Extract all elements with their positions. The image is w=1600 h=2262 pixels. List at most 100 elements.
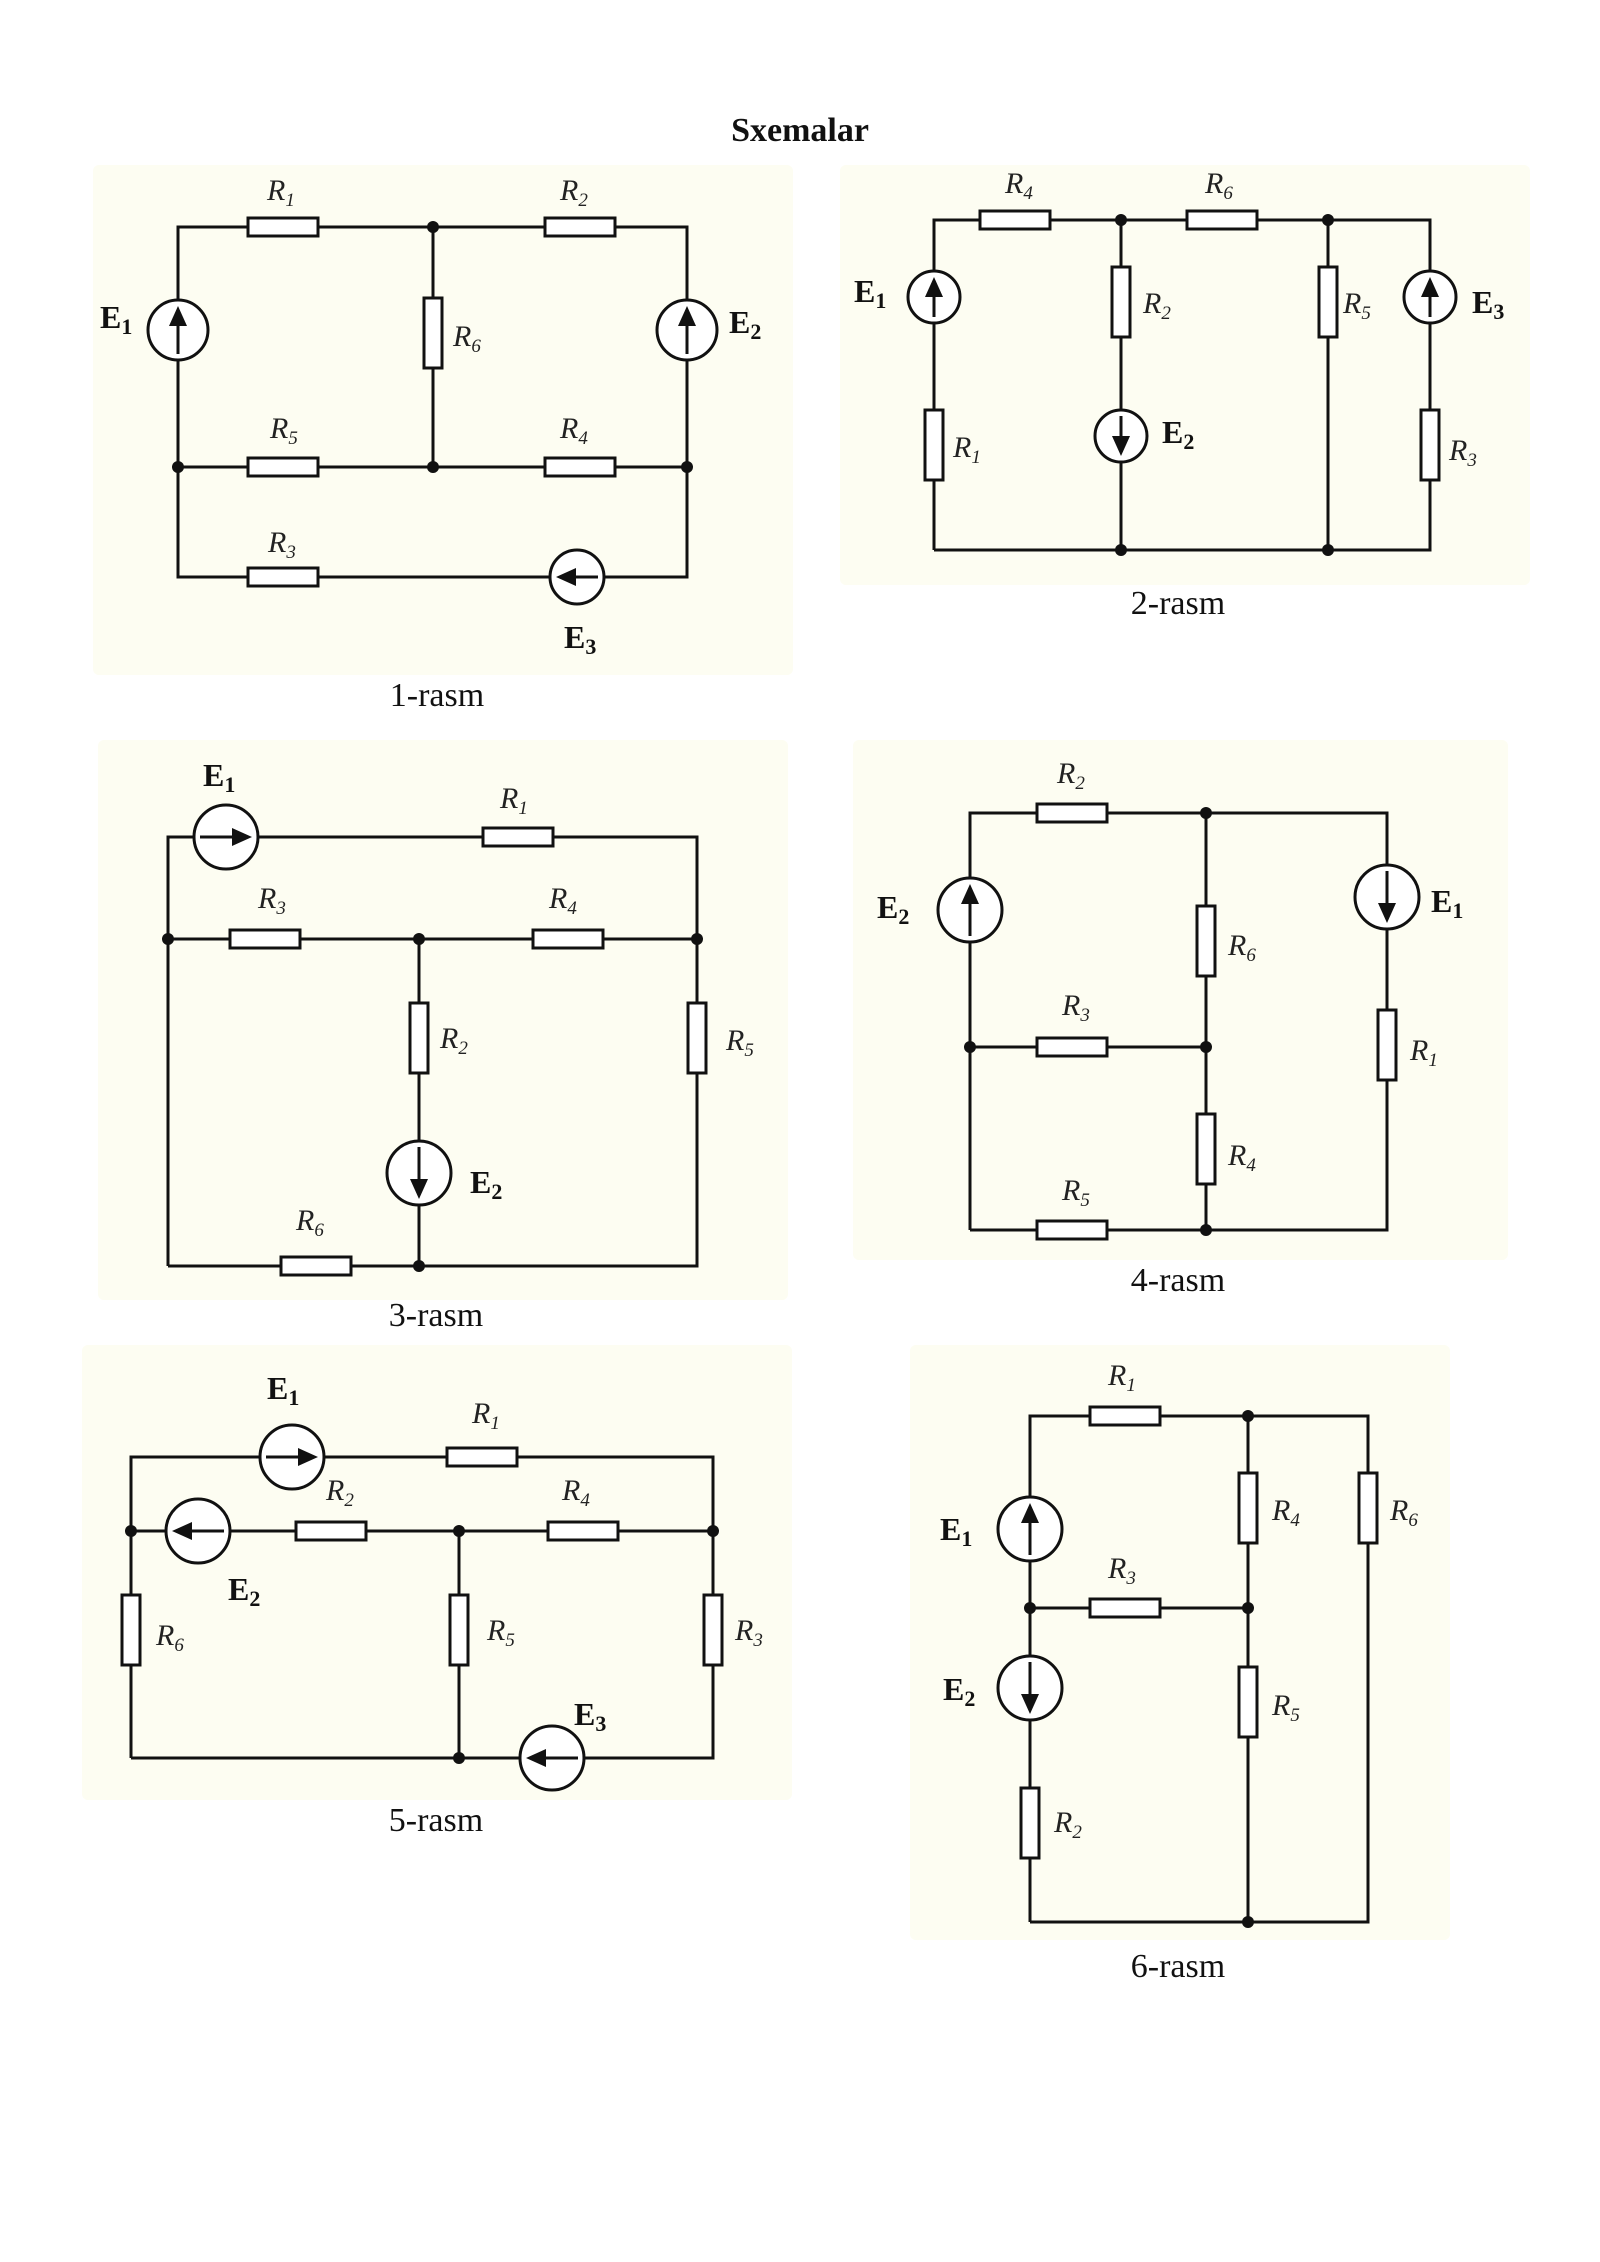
component-label: R6 (1227, 929, 1256, 966)
component-label: R5 (269, 412, 298, 449)
resistor-R1: R1 (481, 782, 555, 848)
component-label: R2 (1056, 757, 1085, 794)
figure-1-panel (93, 165, 793, 675)
resistor-body (702, 1593, 724, 1667)
resistor-R4: R4 (531, 882, 605, 950)
source-arrow-head (925, 277, 943, 297)
component-label: R2 (559, 174, 588, 211)
figure-6-caption: 6-rasm (1130, 1948, 1226, 1985)
component-label: E1 (1431, 883, 1463, 923)
resistor-R2: R2 (1019, 1786, 1082, 1860)
source-arrow-head (1021, 1503, 1039, 1523)
component-label: E1 (854, 273, 886, 313)
resistor-R1: R1 (923, 408, 981, 482)
resistor-body (481, 826, 555, 848)
figure-6-panel (910, 1345, 1450, 1940)
component-label: R1 (499, 782, 528, 819)
component-label: R6 (1204, 167, 1233, 204)
component-label: R2 (439, 1022, 468, 1059)
resistor-R2: R2 (1035, 757, 1109, 824)
source-E1: E1 (854, 269, 962, 325)
source-arrow-head (1421, 277, 1439, 297)
junction-dot (1024, 1602, 1036, 1614)
component-label: R3 (257, 882, 286, 919)
source-arrow-head (961, 884, 979, 904)
resistor-body (543, 456, 617, 478)
resistor-R5: R5 (448, 1593, 515, 1667)
junction-dot (707, 1525, 719, 1537)
component-label: E1 (203, 757, 235, 797)
junction-dot (453, 1752, 465, 1764)
source-E2: E2 (385, 1139, 502, 1207)
junction-dot (125, 1525, 137, 1537)
component-label: R4 (1004, 167, 1033, 204)
resistor-R5: R5 (1035, 1174, 1109, 1241)
resistor-body (546, 1520, 620, 1542)
component-label: R2 (325, 1474, 354, 1511)
component-label: R1 (1409, 1034, 1438, 1071)
wire (1028, 1414, 1370, 1924)
resistor-body (923, 408, 945, 482)
resistor-R5: R5 (246, 412, 320, 478)
resistor-body (448, 1593, 470, 1667)
component-label: R6 (1389, 1494, 1418, 1531)
resistor-body (294, 1520, 368, 1542)
wire (176, 467, 689, 579)
component-label: E2 (943, 1671, 975, 1711)
resistor-body (422, 296, 444, 370)
resistor-body (1185, 209, 1259, 231)
junction-dot (1322, 544, 1334, 556)
component-label: R4 (561, 1474, 590, 1511)
wire (166, 835, 699, 1268)
resistor-R3: R3 (1088, 1552, 1162, 1619)
wire (129, 1455, 715, 1760)
resistor-R3: R3 (702, 1593, 763, 1667)
resistor-body (228, 928, 302, 950)
source-E1: E1 (192, 757, 260, 871)
source-E1: E1 (940, 1495, 1064, 1563)
resistor-R2: R2 (543, 174, 617, 238)
component-label: R4 (548, 882, 577, 919)
junction-dot (691, 933, 703, 945)
component-label: R1 (952, 431, 981, 468)
component-label: R5 (1271, 1689, 1300, 1726)
resistor-R6: R6 (120, 1593, 184, 1667)
junction-dot (413, 933, 425, 945)
resistor-R6: R6 (422, 296, 481, 370)
junction-dot (172, 461, 184, 473)
component-label: E2 (470, 1164, 502, 1204)
resistor-R5: R5 (1317, 265, 1371, 339)
component-label: R1 (266, 174, 295, 211)
junction-dot (427, 221, 439, 233)
component-label: R5 (725, 1024, 754, 1061)
resistor-R5: R5 (1237, 1665, 1300, 1739)
resistor-R4: R4 (1237, 1471, 1300, 1545)
component-label: R4 (559, 412, 588, 449)
junction-dot (413, 1260, 425, 1272)
resistor-body (1088, 1597, 1162, 1619)
component-label: E2 (228, 1571, 260, 1611)
source-arrow-head (169, 306, 187, 326)
junction-dot (1115, 214, 1127, 226)
component-label: R1 (471, 1397, 500, 1434)
resistor-R1: R1 (246, 174, 320, 238)
junction-dot (1242, 1602, 1254, 1614)
component-label: E2 (1162, 414, 1194, 454)
resistor-body (1035, 1219, 1109, 1241)
component-label: R6 (155, 1619, 184, 1656)
resistor-body (1237, 1665, 1259, 1739)
junction-dot (681, 461, 693, 473)
junction-dot (1200, 1041, 1212, 1053)
source-E2: E2 (655, 298, 761, 362)
resistor-R3: R3 (1035, 989, 1109, 1058)
resistor-body (246, 456, 320, 478)
component-label: E1 (940, 1511, 972, 1551)
resistor-body (445, 1446, 519, 1468)
component-label: R3 (1107, 1552, 1136, 1589)
resistor-body (543, 216, 617, 238)
figure-5-caption: 5-rasm (388, 1802, 484, 1839)
resistor-R6: R6 (1195, 904, 1256, 978)
component-label: R3 (734, 1614, 763, 1651)
